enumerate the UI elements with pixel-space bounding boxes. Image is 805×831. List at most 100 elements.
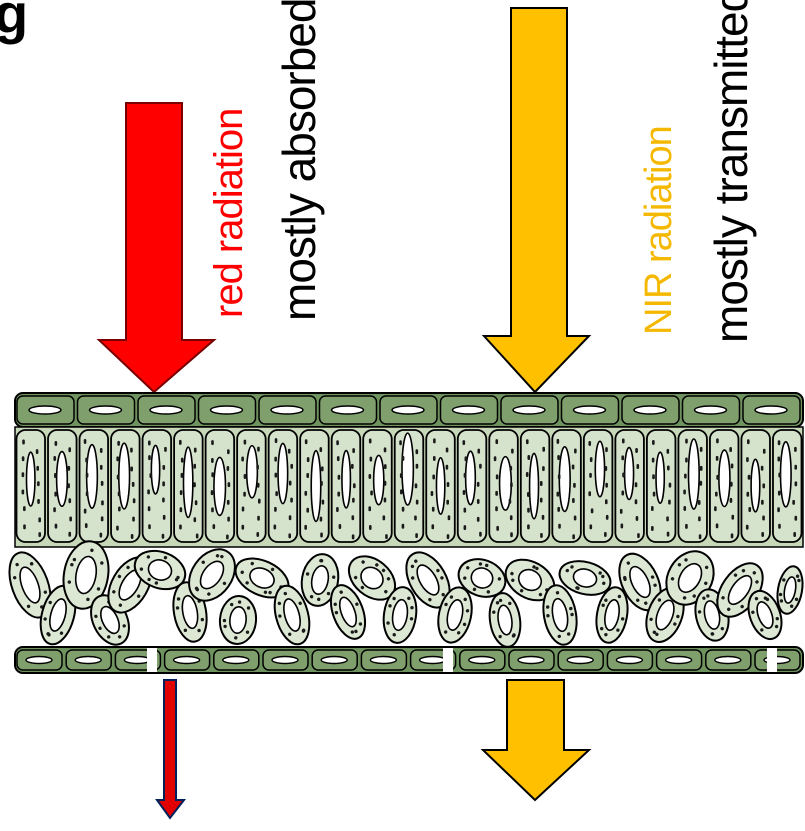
palisade-cell <box>489 430 518 542</box>
chloroplast <box>464 473 467 478</box>
chloroplast <box>542 466 545 471</box>
chloroplast <box>402 456 405 461</box>
chloroplast <box>242 507 245 512</box>
chloroplast <box>622 439 625 444</box>
chloroplast <box>636 516 639 521</box>
chloroplast <box>793 532 796 537</box>
chloroplast <box>731 533 734 538</box>
palisade-vacuole <box>781 442 792 507</box>
palisade-cell <box>111 430 140 542</box>
chloroplast <box>383 515 386 520</box>
chloroplast <box>462 440 465 445</box>
chloroplast <box>101 500 104 505</box>
chloroplast <box>116 526 119 531</box>
chloroplast <box>667 465 670 470</box>
chloroplast <box>526 472 529 477</box>
chloroplast <box>118 491 121 496</box>
chloroplast <box>465 456 468 461</box>
chloroplast <box>588 491 591 496</box>
chloroplast <box>511 449 514 454</box>
chloroplast <box>433 456 436 461</box>
chloroplast <box>730 482 733 487</box>
chloroplast <box>227 500 230 505</box>
chloroplast <box>353 483 356 488</box>
chloroplast <box>667 449 670 454</box>
chloroplast <box>243 492 246 497</box>
stoma-gap <box>147 648 157 672</box>
epidermal-nucleus <box>370 657 396 664</box>
chloroplast <box>477 499 480 504</box>
chloroplast <box>651 506 654 511</box>
palisade-vacuole <box>530 453 539 518</box>
epidermal-nucleus <box>332 406 364 414</box>
chloroplast <box>556 492 559 497</box>
chloroplast <box>307 457 310 462</box>
chloroplast <box>228 482 231 487</box>
spongy-mesophyll <box>1 538 805 651</box>
palisade-vacuole <box>625 448 634 500</box>
chloroplast <box>716 438 719 443</box>
chloroplast <box>55 524 58 529</box>
chloroplast <box>369 474 372 479</box>
chloroplast <box>22 472 25 477</box>
chloroplast <box>557 439 560 444</box>
chloroplast <box>195 500 198 505</box>
palisade-cell <box>332 430 361 542</box>
chloroplast <box>23 506 26 511</box>
chloroplast <box>53 456 56 461</box>
chloroplast <box>795 516 798 521</box>
palisade-vacuole <box>247 446 258 498</box>
chloroplast <box>384 498 387 503</box>
epidermal-nucleus <box>272 657 298 664</box>
epidermal-nucleus <box>469 657 495 664</box>
chloroplast <box>257 516 260 521</box>
palisade-vacuole <box>656 452 664 503</box>
chloroplast <box>211 507 214 512</box>
stoma-gap <box>767 648 777 672</box>
stoma-gap <box>443 648 453 672</box>
chloroplast <box>526 439 529 444</box>
chloroplast <box>306 508 309 513</box>
chloroplast <box>100 533 103 538</box>
chloroplast <box>572 534 575 539</box>
chloroplast <box>542 447 545 452</box>
chloroplast <box>274 507 277 512</box>
chloroplast <box>275 491 278 496</box>
epidermal-nucleus <box>513 406 545 414</box>
chloroplast <box>635 499 638 504</box>
chloroplast <box>36 449 39 454</box>
palisade-cell <box>426 430 455 542</box>
chloroplast <box>416 500 419 505</box>
chloroplast <box>38 517 41 522</box>
epidermal-nucleus <box>271 406 303 414</box>
chloroplast <box>213 524 216 529</box>
chloroplast <box>572 464 575 469</box>
chloroplast <box>446 465 449 470</box>
epidermal-nucleus <box>420 657 446 664</box>
palisade-vacuole <box>559 447 570 512</box>
spongy-cell <box>218 595 258 646</box>
chloroplast <box>464 525 467 530</box>
chloroplast <box>23 524 26 529</box>
nir-radiation-label: NIR radiation <box>640 126 678 335</box>
chloroplast <box>67 483 70 488</box>
chloroplast <box>683 506 686 511</box>
chloroplast <box>258 499 261 504</box>
palisade-cell <box>363 430 392 542</box>
chloroplast <box>162 465 165 470</box>
epidermal-nucleus <box>518 657 544 664</box>
chloroplast <box>415 533 418 538</box>
chloroplast <box>496 474 499 479</box>
chloroplast <box>574 516 577 521</box>
chloroplast <box>683 489 686 494</box>
chloroplast <box>275 473 278 478</box>
chloroplast <box>180 490 183 495</box>
palisade-cell <box>269 430 298 542</box>
chloroplast <box>352 534 355 539</box>
chloroplast <box>621 491 624 496</box>
epidermal-nucleus <box>666 657 692 664</box>
chloroplast <box>84 439 87 444</box>
chloroplast <box>605 483 608 488</box>
chloroplast <box>117 441 120 446</box>
chloroplast <box>257 483 260 488</box>
